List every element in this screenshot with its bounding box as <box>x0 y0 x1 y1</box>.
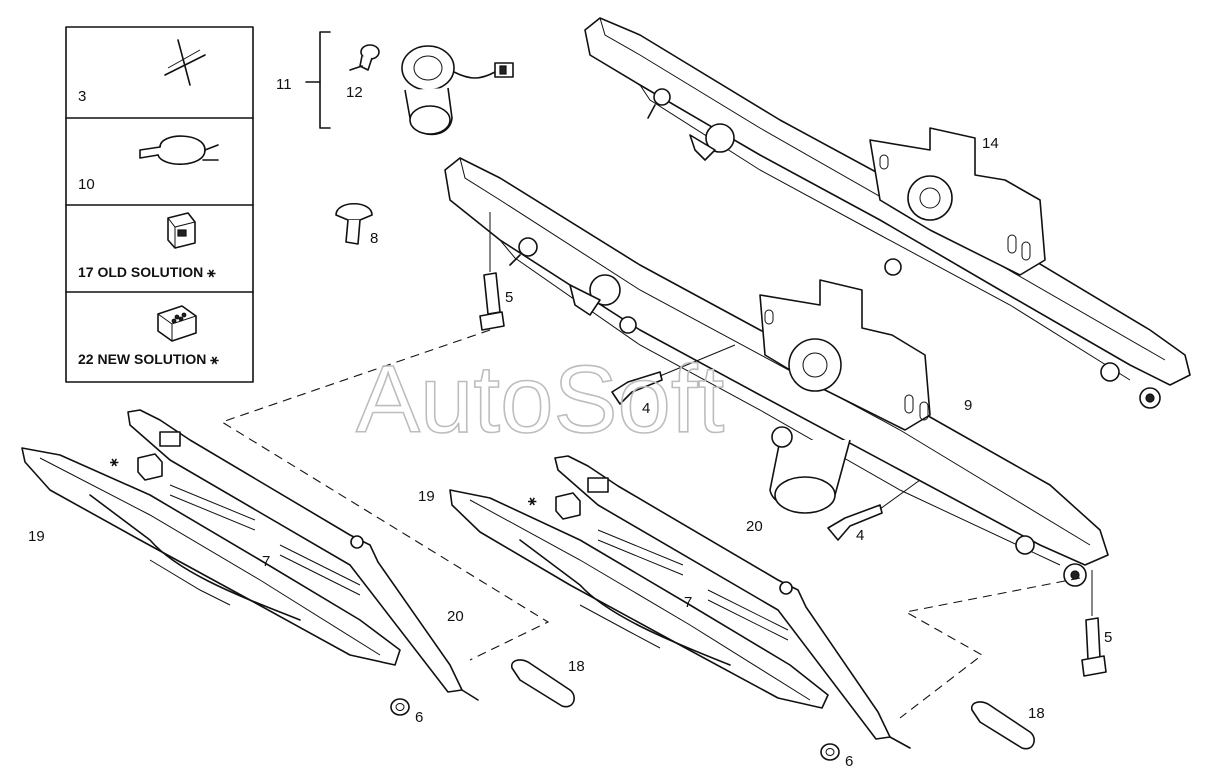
legend-label-10: 10 <box>78 176 95 193</box>
left-wiper-blade: 19 <box>21 447 401 666</box>
callout-18b: 18 <box>1028 705 1045 722</box>
star-left: ⚹ <box>110 453 119 469</box>
left-connector-part: ⚹ <box>110 453 163 481</box>
callout-9: 9 <box>964 397 972 414</box>
legend-box: 3 10 17 OLD SOLUTION ⚹ 22 NEW SOLUTION ⚹ <box>65 26 254 383</box>
bolt-5-upper: 5 <box>479 212 513 331</box>
callout-12: 12 <box>346 84 363 101</box>
left-wiper-arm: 7 20 <box>127 409 479 701</box>
callout-14: 14 <box>982 135 999 152</box>
clip-cross-icon <box>164 39 206 86</box>
motor-group: 11 12 <box>276 31 514 136</box>
left-gasket-part: 18 <box>510 658 585 708</box>
bolt-5-lower: 5 <box>1081 570 1112 677</box>
callout-7a: 7 <box>262 553 270 570</box>
legend-label-22: 22 NEW SOLUTION ⚹ <box>78 351 219 367</box>
new-connector-icon <box>157 305 197 342</box>
watermark: AutoSoft <box>356 346 724 453</box>
right-nut-part: 6 <box>820 743 853 770</box>
right-gasket-part: 18 <box>970 701 1045 750</box>
callout-8: 8 <box>370 230 378 247</box>
old-connector-icon <box>167 212 196 249</box>
right-wiper-arm: 7 <box>554 455 911 749</box>
callout-6a: 6 <box>415 709 423 726</box>
spring-clip-icon <box>139 135 219 165</box>
dashed-guides <box>220 329 1081 719</box>
callout-4a: 4 <box>642 400 650 417</box>
rivet-part: 8 <box>335 203 378 247</box>
callout-5b: 5 <box>1104 629 1112 646</box>
lower-linkage-assembly: 9 20 <box>444 157 1109 587</box>
callout-11: 11 <box>276 76 292 93</box>
callout-4b: 4 <box>856 527 864 544</box>
callout-5a: 5 <box>505 289 513 306</box>
wiper-motor-part <box>401 45 514 136</box>
callout-20a: 20 <box>746 518 763 535</box>
star-right: ⚹ <box>528 492 537 508</box>
callout-19b: 19 <box>418 488 435 505</box>
legend-label-3: 3 <box>78 88 86 105</box>
callout-19a: 19 <box>28 528 45 545</box>
bolt-4-lower: 4 <box>827 479 921 544</box>
bolt-4-upper: 4 <box>611 344 736 417</box>
callout-18a: 18 <box>568 658 585 675</box>
right-wiper-blade: 19 <box>418 488 829 709</box>
left-nut-part: 6 <box>390 698 423 726</box>
callout-7b: 7 <box>684 594 692 611</box>
callout-20b: 20 <box>447 608 464 625</box>
callout-6b: 6 <box>845 753 853 770</box>
legend-label-17: 17 OLD SOLUTION ⚹ <box>78 264 216 280</box>
upper-linkage-assembly: 14 <box>584 17 1191 409</box>
right-connector-part: ⚹ <box>528 492 581 520</box>
motor-shaft-part <box>349 44 380 71</box>
